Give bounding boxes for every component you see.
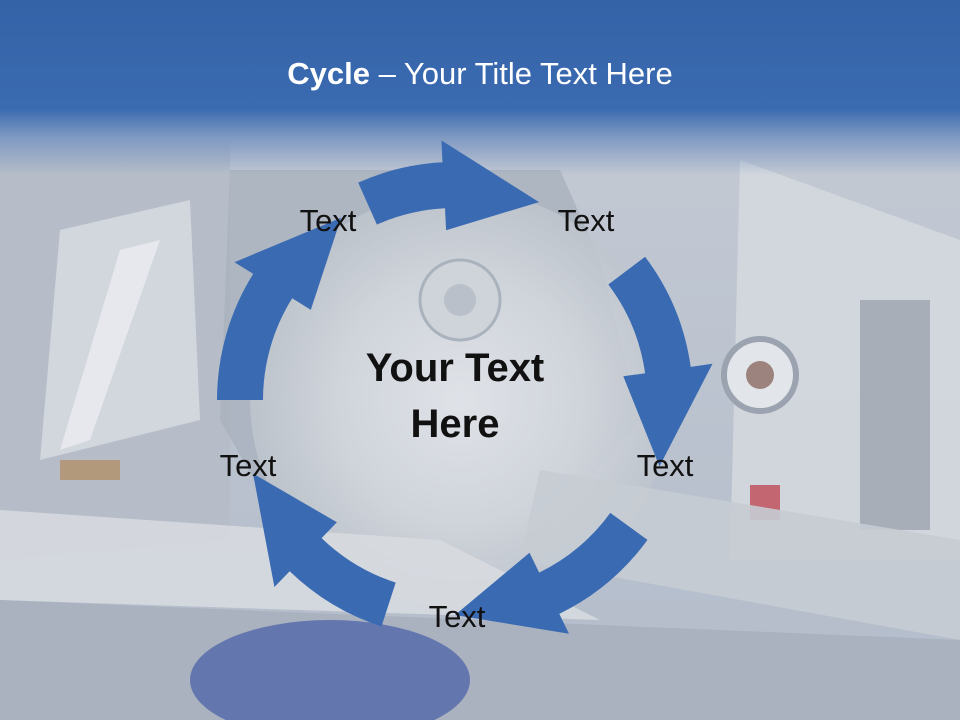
cycle-arrow-4 [253,473,396,627]
slide-title: Cycle – Your Title Text Here [0,52,960,96]
cycle-arrow-3 [455,512,648,634]
cycle-label-2: Text [557,203,615,238]
cycle-label-4: Text [428,599,486,634]
center-text-line-2: Here [410,402,500,446]
center-text: Your Text Here [310,340,600,452]
header-band [0,0,960,175]
cycle-label-5: Text [219,448,277,483]
cycle-label-1: Text [299,203,357,238]
title-rest: – Your Title Text Here [370,56,673,91]
cycle-arrow-5 [217,217,342,400]
center-text-line-1: Your Text [365,346,545,390]
cycle-arrow-1 [358,140,539,231]
cycle-label-3: Text [636,448,694,483]
cycle-arrow-2 [608,256,713,467]
title-bold: Cycle [287,56,370,91]
